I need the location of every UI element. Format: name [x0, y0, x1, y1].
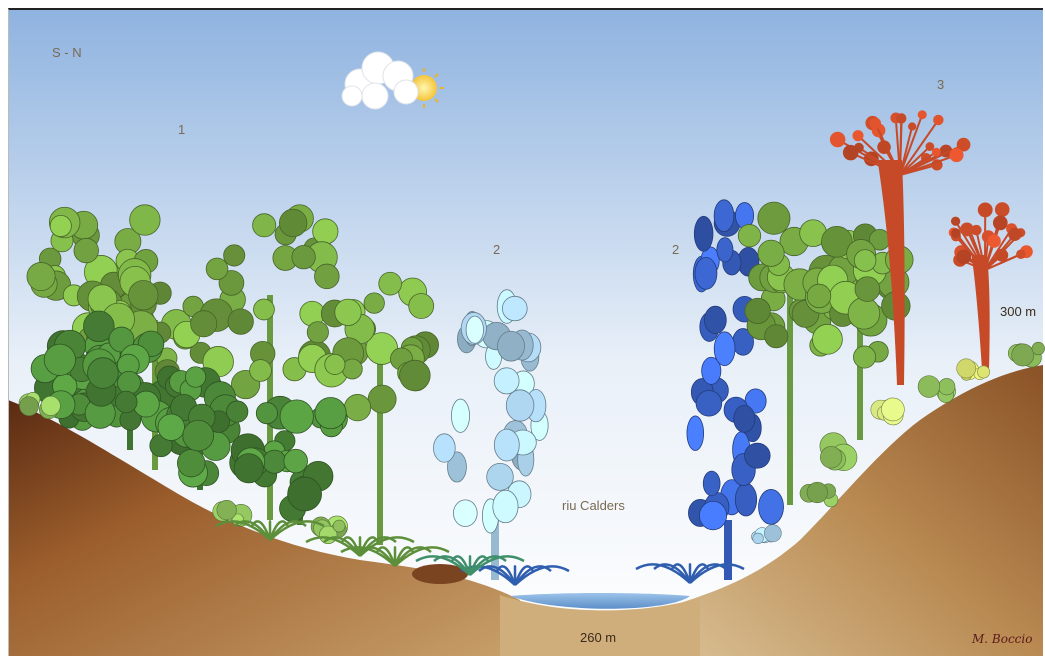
- artist-signature: M. Boccio: [972, 632, 1032, 646]
- zone-label-2-right: 2: [672, 242, 679, 257]
- zone-label-1: 1: [178, 122, 185, 137]
- orientation-label: S - N: [52, 45, 82, 60]
- zone-label-3: 3: [937, 77, 944, 92]
- river-label: riu Calders: [562, 498, 625, 513]
- altitude-ridge-label: 300 m: [1000, 304, 1036, 319]
- zone-label-2-left: 2: [493, 242, 500, 257]
- altitude-valley-label: 260 m: [580, 630, 616, 645]
